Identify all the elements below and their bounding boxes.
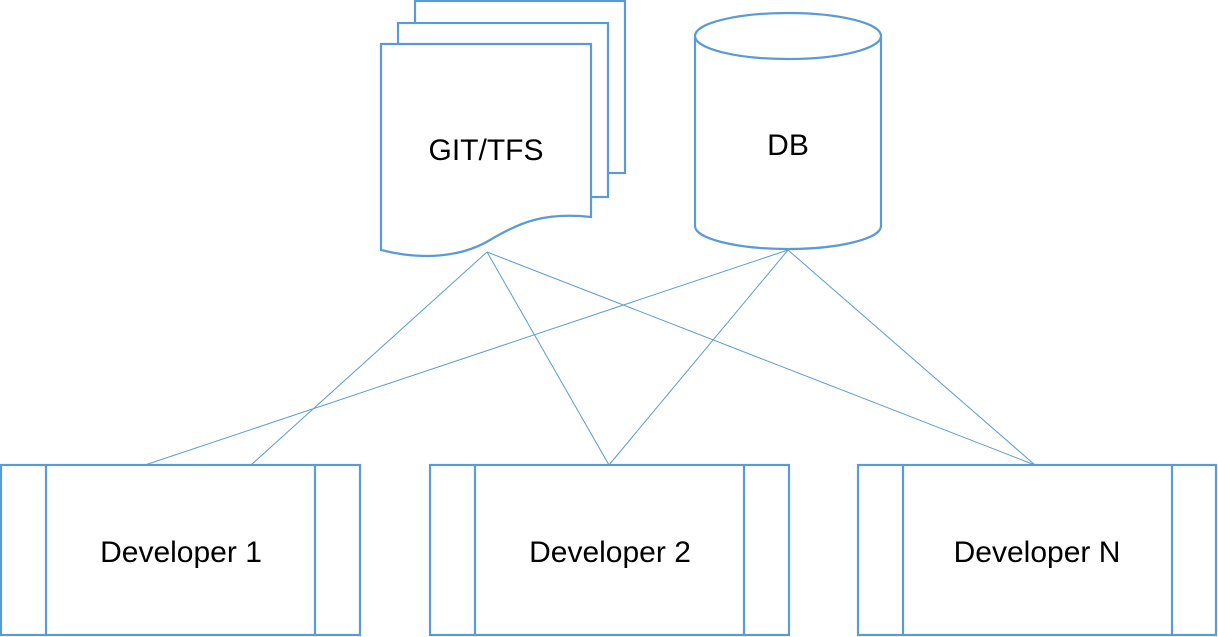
- developer-2-box: [428, 463, 791, 637]
- developer-node-1[interactable]: Developer 1: [0, 463, 362, 637]
- developer-n-label: Developer N: [954, 536, 1121, 569]
- edge-db-devn: [787, 249, 1036, 466]
- db-node[interactable]: DB: [693, 11, 883, 251]
- repo-node[interactable]: GIT/TFS: [379, 0, 627, 258]
- db-cylinder-body: [693, 36, 883, 251]
- developer-1-label: Developer 1: [100, 536, 262, 569]
- edge-db-dev1: [144, 249, 789, 466]
- connectors: [144, 249, 1036, 466]
- edge-repo-dev1: [250, 251, 488, 466]
- developer-node-2[interactable]: Developer 2: [428, 463, 791, 637]
- developer-node-n[interactable]: Developer N: [856, 463, 1218, 637]
- developer-2-label: Developer 2: [529, 536, 691, 569]
- db-cylinder-top: [693, 11, 883, 61]
- repo-doc-front: [379, 42, 593, 258]
- edge-db-dev2: [608, 249, 789, 466]
- edge-repo-dev2: [486, 251, 610, 466]
- db-label: DB: [767, 129, 809, 162]
- developer-n-box: [856, 463, 1218, 637]
- edge-repo-devn: [486, 251, 1036, 466]
- developer-1-box: [0, 463, 362, 637]
- repo-label: GIT/TFS: [429, 134, 544, 167]
